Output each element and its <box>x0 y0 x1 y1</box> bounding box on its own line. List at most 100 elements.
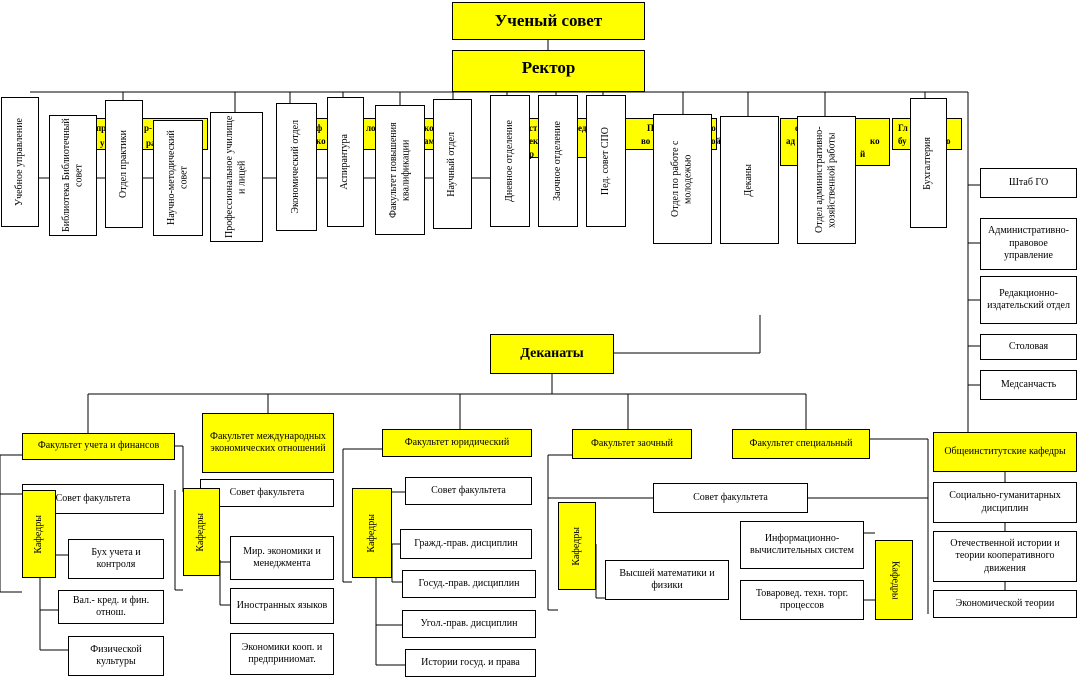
chair-item: Физической культуры <box>68 636 164 676</box>
side-legal-department: Административно-правовое управление <box>980 218 1077 270</box>
fragment-text: Гл <box>898 124 908 133</box>
fragment-text: П <box>647 124 655 133</box>
unit-spo-council: Пед. совет СПО <box>586 95 626 227</box>
deans-label: Деканаты <box>520 346 584 362</box>
unit-label: Факультет повышения квалификации <box>387 122 412 218</box>
chair-label: Бух учета и контроля <box>91 546 141 571</box>
common-chairs-title: Общеинститутские кафедры <box>933 432 1077 472</box>
fragment-text: р- <box>144 124 153 133</box>
unit-label: Учебное управление <box>13 118 25 206</box>
fragment-text: пр <box>96 124 107 133</box>
faculty-special-title: Факультет специальный <box>732 429 870 459</box>
faculty-council-label: Совет факультета <box>693 491 768 503</box>
chair-item: Мир. экономики и менеджмента <box>230 536 334 580</box>
unit-label: Пед. совет СПО <box>599 126 611 196</box>
chairs-label: Кафедры <box>889 560 901 600</box>
academic-council-box: Ученый совет <box>452 2 645 40</box>
unit-label: Экономический отдел <box>290 120 302 214</box>
fragment-text: ра <box>146 139 156 148</box>
fragment-text: ко <box>870 137 880 146</box>
rector-box: Ректор <box>452 50 645 92</box>
chair-label: Экономики коoп. и предприниомат. <box>241 641 323 666</box>
chair-label: Гражд.-прав. дисциплин <box>414 537 518 549</box>
chair-label: Истории госуд. и права <box>421 656 520 668</box>
unit-economic-department: Экономический отдел <box>276 103 317 231</box>
unit-label: Бухгалтерия <box>922 136 934 190</box>
fragment-text: о <box>946 137 951 146</box>
side-medical-unit: Медсанчасть <box>980 370 1077 400</box>
side-unit-label: Штаб ГО <box>1008 176 1049 188</box>
chair-item: Товаровед. техн. торг. процессов <box>740 580 864 620</box>
chair-label: Иностранных языков <box>236 599 328 611</box>
fragment-text: й <box>860 150 866 159</box>
unit-label: Отдел административно-хозяйственной рабо… <box>814 126 838 234</box>
unit-label: Библиотека Библиотечный совет <box>60 118 85 233</box>
chair-label: Социально-гуманитарных дисциплин <box>949 490 1061 514</box>
chair-label: Высшей математики и физики <box>619 567 715 592</box>
unit-label: Дневное отделение <box>503 120 515 202</box>
chair-label: Вал.- кред. и фин. отнош. <box>72 594 150 619</box>
unit-postgraduate: Аспирантура <box>327 97 364 227</box>
chair-item: Отечественной истории и теории кооперати… <box>933 531 1077 582</box>
unit-vocational-school: Профессиональное училище и лицей <box>210 112 263 242</box>
unit-deans: Деканы <box>720 116 779 244</box>
faculty-special-chairs: Кафедры <box>875 540 913 620</box>
chairs-label: Кафедры <box>195 512 207 552</box>
chair-label: Экономической теории <box>955 597 1055 609</box>
chair-label: Информационно-вычислительных систем <box>750 532 854 557</box>
chair-item: Угол.-прав. дисциплин <box>402 610 536 638</box>
faculty-meo-title: Факультет международных экономических от… <box>202 413 334 473</box>
faculty-title: Факультет международных экономических от… <box>210 430 326 455</box>
fragment-text: ко <box>424 124 434 133</box>
fragment-text: ф <box>316 124 323 133</box>
faculty-accounting-title: Факультет учета и финансов <box>22 433 175 460</box>
rector-label: Ректор <box>521 58 576 77</box>
fragment-text: ст <box>529 124 538 133</box>
chair-label: Мир. экономики и менеджмента <box>243 545 321 570</box>
unit-methodical-council: Научно-методический совет <box>153 120 203 236</box>
fragment-text: ло <box>366 124 376 133</box>
side-unit-label: Столовая <box>1008 340 1049 352</box>
side-canteen: Столовая <box>980 334 1077 360</box>
fragment-text: у <box>100 139 105 148</box>
unit-label: Отдел практики <box>117 130 129 198</box>
unit-label: Отдел по работе с молодежью <box>670 140 694 218</box>
side-unit-label: Медсанчасть <box>1000 378 1057 390</box>
faculty-title: Факультет специальный <box>749 437 853 449</box>
unit-advanced-training: Факультет повышения квалификации <box>375 105 425 235</box>
chair-item: Вал.- кред. и фин. отнош. <box>58 590 164 624</box>
chair-label: Угол.-прав. дисциплин <box>420 617 518 629</box>
faculty-law-title: Факультет юридический <box>382 429 532 457</box>
unit-research-department: Научный отдел <box>433 99 472 229</box>
unit-correspondence-department: Заочное отделение <box>538 95 578 227</box>
chairs-label: Кафедры <box>570 526 582 566</box>
chair-label: Госуд.-прав. дисциплин <box>418 577 520 589</box>
faculty-special-council: Совет факультета <box>653 483 808 513</box>
chair-label: Отечественной истории и теории кооперати… <box>950 537 1060 574</box>
faculty-council-label: Совет факультета <box>55 492 131 504</box>
chair-label: Физической культуры <box>90 643 142 668</box>
faculty-council-label: Совет факультета <box>431 484 506 496</box>
fragment-text: во <box>641 137 651 146</box>
faculty-title: Факультет юридический <box>404 436 510 448</box>
unit-academic-department: Учебное управление <box>1 97 39 227</box>
unit-full-time-department: Дневное отделение <box>490 95 530 227</box>
chair-item: Информационно-вычислительных систем <box>740 521 864 569</box>
fragment-text: ко <box>316 137 326 146</box>
chair-item: Социально-гуманитарных дисциплин <box>933 482 1077 523</box>
unit-accounting: Бухгалтерия <box>910 98 947 228</box>
unit-label: Научно-методический совет <box>165 130 190 226</box>
chair-item: Экономической теории <box>933 590 1077 618</box>
side-publishing-department: Редакционно-издательский отдел <box>980 276 1077 324</box>
fragment-text: ек <box>529 137 539 146</box>
unit-library: Библиотека Библиотечный совет <box>49 115 97 236</box>
unit-label: Научный отдел <box>446 131 458 197</box>
unit-administrative-department: Отдел административно-хозяйственной рабо… <box>797 116 856 244</box>
deans-box: Деканаты <box>490 334 614 374</box>
chair-item: Экономики коoп. и предприниомат. <box>230 633 334 675</box>
faculty-law-council: Совет факультета <box>405 477 532 505</box>
unit-youth-department: Отдел по работе с молодежью <box>653 114 712 244</box>
faculty-meo-council: Совет факультета <box>200 479 334 507</box>
chair-item: Гражд.-прав. дисциплин <box>400 529 532 559</box>
